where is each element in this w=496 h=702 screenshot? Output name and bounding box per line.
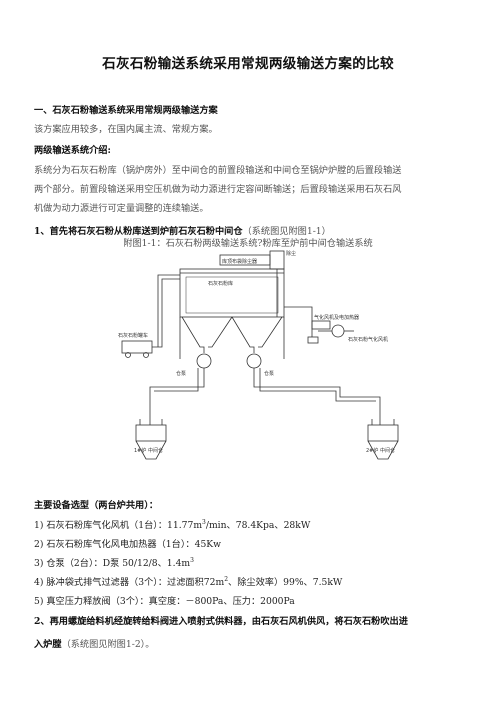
figure-caption: 附图1-1：石灰石粉两级输送系统?粉库至炉前中间仓输送系统: [123, 238, 373, 249]
label-pump-left: 仓泵: [176, 370, 186, 377]
page-title: 石灰石粉输送系统采用常规两级输送方案的比较: [102, 56, 394, 72]
equipment-item-3: 3) 仓泵（2台）：D泵 50/12/8、1.4m3: [34, 556, 194, 569]
equipment-item-4: 4) 脉冲袋式排气过滤器（3个）：过滤面积72m2、除尘效率）99%、7.5kW: [34, 575, 343, 588]
step2-heading-end: 入炉膛: [34, 639, 62, 650]
label-vaporize2: 石灰石粉气化风机: [348, 336, 388, 343]
label-pump-right: 仓泵: [264, 370, 274, 377]
conveying-system-diagram: 库顶布袋除尘器 石灰石粉库 除尘 石灰石粉罐车 气化风机及电加热器 石灰石粉气化…: [112, 247, 438, 476]
label-silo-right: 2#炉 中间仓: [366, 447, 395, 454]
equipment-item-5: 5) 真空压力释放阀（3个）：真空度：－800Pa、压力：2000Pa: [34, 596, 295, 607]
step2-ref: （系统图见附图1-2）。: [61, 639, 155, 650]
system-intro-line1: 系统分为石灰石粉库（锅炉房外）至中间仓的前置段输送和中间仓至锅炉炉膛的后置段输送: [34, 165, 402, 176]
label-truck: 石灰石粉罐车: [118, 332, 148, 339]
section1-intro: 该方案应用较多，在国内属主流、常规方案。: [34, 124, 218, 135]
step2-line1: 2、再用螺旋给料机经旋转给料阀进入喷射式供料器，由石灰石风机供风，将石灰石粉吹出…: [34, 616, 408, 627]
label-silo-left: 1#炉 中间仓: [134, 447, 163, 454]
system-intro-line2: 两个部分。前置段输送采用空压机做为动力源进行定容间断输送；后置段输送采用石灰石风: [34, 184, 402, 195]
step1-ref: （系统图见附图1-1）: [242, 226, 331, 237]
step2-line2: 入炉膛（系统图见附图1-2）。: [34, 632, 154, 651]
system-intro-heading: 两级输送系统介绍:: [34, 145, 111, 156]
label-vaporize: 气化风机及电加热器: [314, 314, 359, 321]
step1-heading: 1、首先将石灰石粉从粉库送到炉前石灰石粉中间仓: [34, 226, 243, 237]
step1-line: 1、首先将石灰石粉从粉库送到炉前石灰石粉中间仓（系统图见附图1-1）: [34, 219, 331, 238]
label-bag-filter: 库顶布袋除尘器: [222, 258, 257, 265]
system-intro-line3: 机做为动力源进行可定量调整的连续输送。: [34, 203, 209, 214]
label-silo: 石灰石粉库: [208, 280, 233, 287]
equipment-item-2: 2) 石灰石粉库气化风电加热器（1台）：45Kw: [34, 539, 222, 550]
equipment-item-1: 1) 石灰石粉库气化风机（1台）：11.77m3/min、78.4Kpa、28k…: [34, 518, 311, 531]
label-dust: 除尘: [286, 250, 296, 257]
equipment-heading: 主要设备选型（两台炉共用）：: [34, 500, 159, 511]
section1-heading: 一、石灰石粉输送系统采用常规两级输送方案: [34, 105, 218, 116]
